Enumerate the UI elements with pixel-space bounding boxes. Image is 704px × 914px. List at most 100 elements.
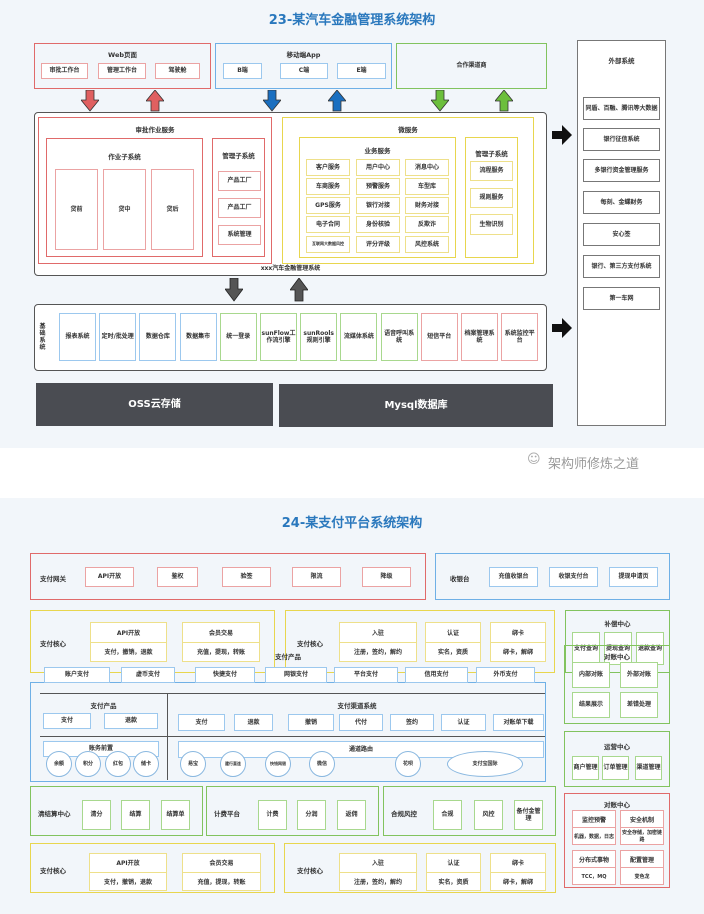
base-system-item[interactable]: 数据仓库 xyxy=(139,313,177,361)
core4-group[interactable]: 认证实名，资质 xyxy=(426,853,481,891)
biz-service-item[interactable]: 客户服务 xyxy=(306,159,350,176)
ledger-circle[interactable]: 积分 xyxy=(75,751,101,777)
base-system-item[interactable]: 系统监控平台 xyxy=(501,313,539,361)
settle-item[interactable]: 清分 xyxy=(82,800,111,830)
compensate-item[interactable]: 退款查询 xyxy=(636,632,664,665)
channel-item[interactable]: 撤销 xyxy=(288,714,334,731)
micro-mgmt-item[interactable]: 生物识别 xyxy=(470,214,513,235)
channel-item[interactable]: 对账单下载 xyxy=(493,714,544,731)
billing-item[interactable]: 计费 xyxy=(258,800,287,830)
core1-group[interactable]: API开放支付，撤销，退款 xyxy=(90,622,167,662)
external-system-item[interactable]: 同盾、百融、腾讯等大数据 xyxy=(583,97,660,120)
biz-service-item[interactable]: 财务对接 xyxy=(405,197,449,214)
base-system-item[interactable]: 统一登录 xyxy=(219,313,257,361)
product-item[interactable]: 信用支付 xyxy=(405,667,468,683)
channel-item[interactable]: 认证 xyxy=(441,714,486,731)
core4-group[interactable]: 入驻注册，签约，解约 xyxy=(339,853,417,891)
biz-service-item[interactable]: 电子合同 xyxy=(306,216,350,233)
gateway-item[interactable]: 验签 xyxy=(222,567,271,587)
cashier-item[interactable]: 收银支付台 xyxy=(549,567,598,587)
compliance-item[interactable]: 备付金管理 xyxy=(514,800,543,830)
external-system-item[interactable]: 多银行资金管理服务 xyxy=(583,159,660,182)
external-system-item[interactable]: 银行、第三方支付系统 xyxy=(583,255,660,278)
biz-service-item[interactable]: GPS服务 xyxy=(306,197,350,214)
routing-circle[interactable]: 支付宝国际 xyxy=(447,751,523,777)
left-product-item[interactable]: 支付 xyxy=(43,713,91,729)
mobile-item[interactable]: B端 xyxy=(223,63,262,79)
recon-item[interactable]: 外部对账 xyxy=(620,662,658,688)
biz-service-item[interactable]: 车商服务 xyxy=(306,178,350,195)
base-system-item[interactable]: 流媒体系统 xyxy=(340,313,378,361)
billing-item[interactable]: 分润 xyxy=(297,800,326,830)
loan-stage[interactable]: 贷后 xyxy=(151,169,194,250)
core2-group[interactable]: 认证实名，资质 xyxy=(425,622,481,662)
ledger-circle[interactable]: 红包 xyxy=(105,751,131,777)
core3-group[interactable]: API开放支付，撤销，退款 xyxy=(89,853,167,891)
external-system-item[interactable]: 每刻、金蝶财务 xyxy=(583,191,660,214)
infra-group[interactable]: 配置管理变色龙 xyxy=(620,850,664,885)
biz-service-item[interactable]: 车型库 xyxy=(405,178,449,195)
routing-circle[interactable]: 花呗 xyxy=(395,751,421,777)
base-system-item[interactable]: 语音呼叫系统 xyxy=(380,313,418,361)
biz-service-item[interactable]: 风控系统 xyxy=(405,236,449,253)
ops-item[interactable]: 订单管理 xyxy=(602,756,629,780)
core2-group[interactable]: 入驻注册，签约，解约 xyxy=(339,622,417,662)
biz-service-item[interactable]: 互联网大数据风控 xyxy=(306,236,350,253)
cashier-item[interactable]: 提现申请页 xyxy=(609,567,658,587)
biz-service-item[interactable]: 反欺诈 xyxy=(405,216,449,233)
biz-service-item[interactable]: 用户中心 xyxy=(356,159,400,176)
base-system-item[interactable]: sunRools规则引擎 xyxy=(300,313,338,361)
web-item[interactable]: 管理工作台 xyxy=(98,63,146,79)
compliance-item[interactable]: 合规 xyxy=(433,800,462,830)
channel-item[interactable]: 退款 xyxy=(234,714,273,731)
web-item[interactable]: 驾驶舱 xyxy=(155,63,200,79)
recon-item[interactable]: 内部对账 xyxy=(572,662,610,688)
product-item[interactable]: 快捷支付 xyxy=(195,667,255,683)
channel-item[interactable]: 代付 xyxy=(339,714,383,731)
biz-service-item[interactable]: 评分评级 xyxy=(356,236,400,253)
base-system-item[interactable]: 数据集市 xyxy=(179,313,217,361)
biz-service-item[interactable]: 消息中心 xyxy=(405,159,449,176)
routing-circle[interactable]: 快钱网银 xyxy=(265,751,291,777)
product-item[interactable]: 账户支付 xyxy=(44,667,110,683)
approval-mgmt-item[interactable]: 产品工厂 xyxy=(218,198,261,218)
billing-item[interactable]: 返佣 xyxy=(337,800,366,830)
micro-mgmt-item[interactable]: 流程服务 xyxy=(470,161,513,181)
ops-item[interactable]: 商户管理 xyxy=(572,756,599,780)
approval-mgmt-item[interactable]: 系统管理 xyxy=(218,225,261,245)
base-system-item[interactable]: sunFlow工作流引擎 xyxy=(260,313,297,361)
gateway-item[interactable]: 鉴权 xyxy=(157,567,198,587)
recon-item[interactable]: 差错处理 xyxy=(620,692,658,718)
core1-group[interactable]: 会员交易充值，提现，转账 xyxy=(182,622,260,662)
base-system-item[interactable]: 定时/批处理 xyxy=(99,313,137,361)
micro-mgmt-item[interactable]: 规则服务 xyxy=(470,188,513,208)
external-system-item[interactable]: 银行征信系统 xyxy=(583,128,660,151)
compliance-item[interactable]: 风控 xyxy=(474,800,503,830)
gateway-item[interactable]: 降级 xyxy=(362,567,411,587)
left-product-item[interactable]: 退款 xyxy=(104,713,158,729)
external-system-item[interactable]: 第一车网 xyxy=(583,287,660,310)
base-system-item[interactable]: 报表系统 xyxy=(59,313,96,361)
gateway-item[interactable]: API开放 xyxy=(85,567,134,587)
gateway-item[interactable]: 限流 xyxy=(292,567,341,587)
infra-group[interactable]: 安全机制安全存储，加密链路 xyxy=(620,810,664,845)
biz-service-item[interactable]: 银行对接 xyxy=(356,197,400,214)
settle-item[interactable]: 结算 xyxy=(121,800,150,830)
routing-circle[interactable]: 微信 xyxy=(309,751,335,777)
recon-item[interactable]: 结果展示 xyxy=(572,692,610,718)
channel-item[interactable]: 签约 xyxy=(390,714,434,731)
product-item[interactable]: 平台支付 xyxy=(334,667,398,683)
product-item[interactable]: 网银支付 xyxy=(265,667,327,683)
mobile-item[interactable]: C端 xyxy=(280,63,328,79)
biz-service-item[interactable]: 身份核验 xyxy=(356,216,400,233)
loan-stage[interactable]: 贷中 xyxy=(103,169,146,250)
routing-circle[interactable]: 建行直连 xyxy=(220,751,246,777)
settle-item[interactable]: 结算单 xyxy=(161,800,190,830)
loan-stage[interactable]: 贷前 xyxy=(55,169,98,250)
external-system-item[interactable]: 安心签 xyxy=(583,223,660,246)
product-item[interactable]: 虚币支付 xyxy=(121,667,175,683)
infra-group[interactable]: 监控预警机器，数据，日志 xyxy=(572,810,616,845)
base-system-item[interactable]: 档案管理系统 xyxy=(461,313,498,361)
product-item[interactable]: 外币支付 xyxy=(476,667,535,683)
